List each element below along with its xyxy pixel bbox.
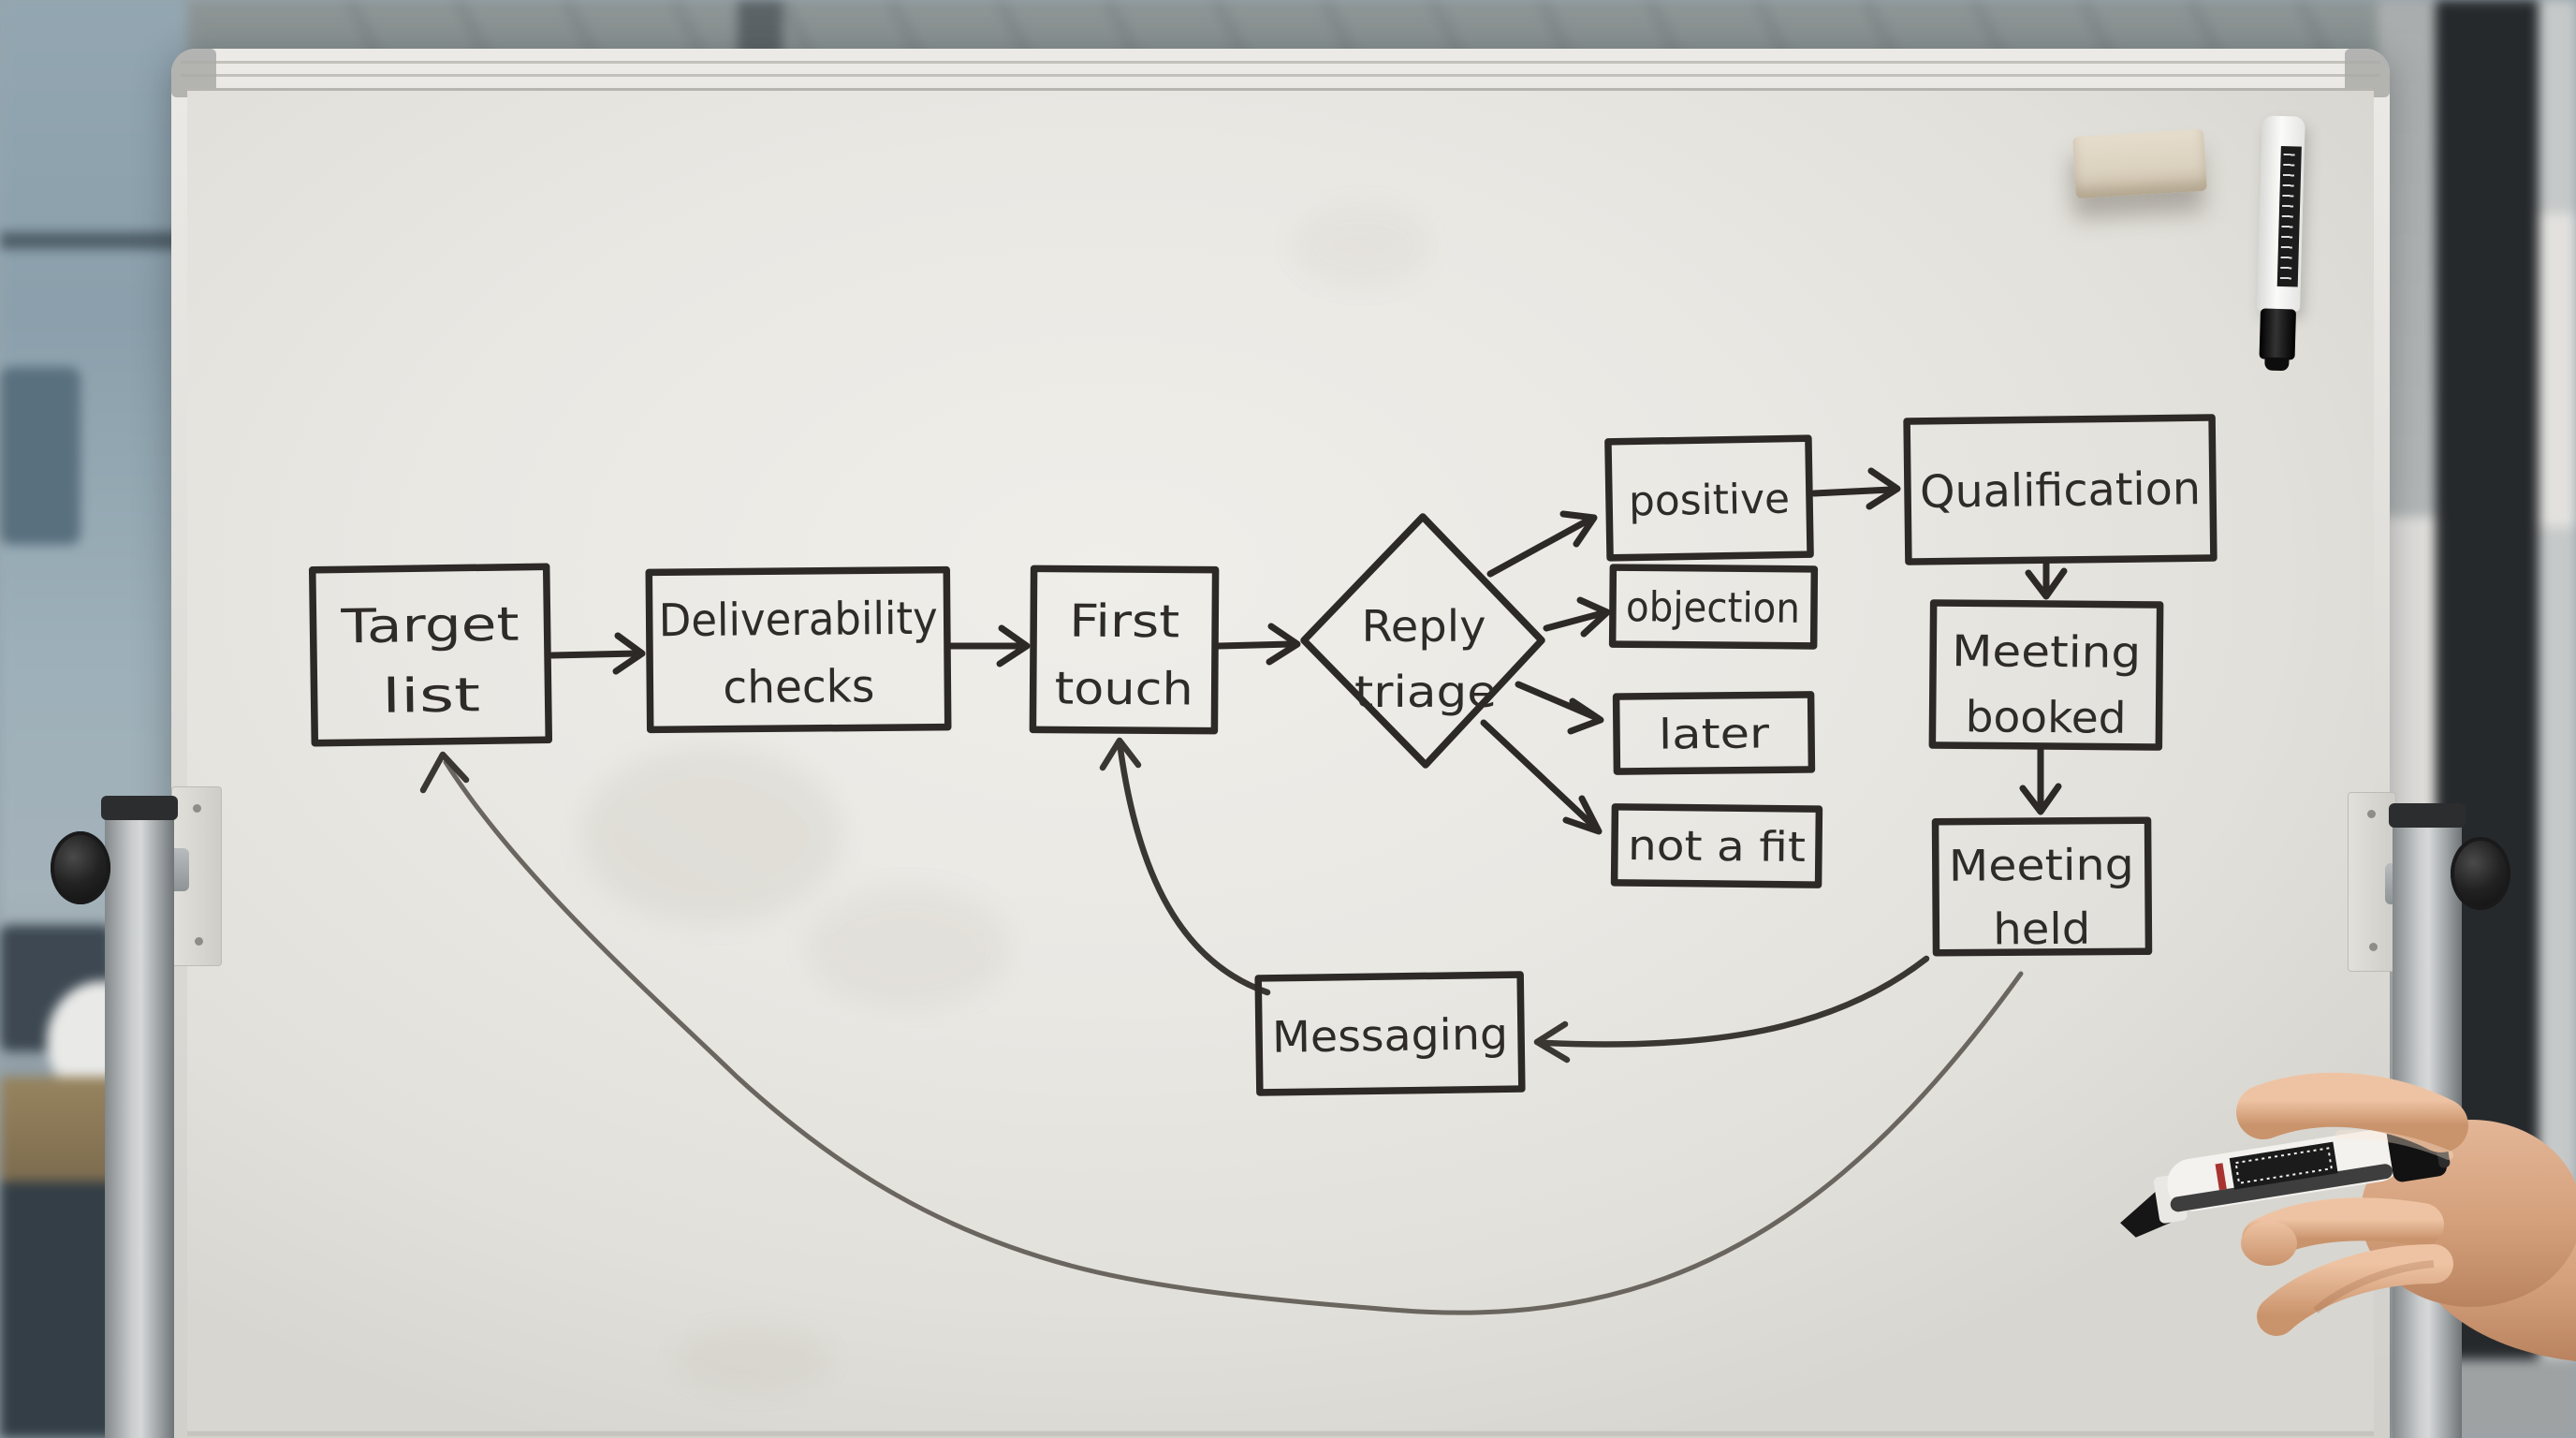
stand-knob-left	[51, 831, 110, 904]
background-cabinet	[0, 367, 80, 545]
ceiling-mullion	[738, 0, 783, 58]
board-smudge	[1292, 203, 1432, 287]
marker-red-mark	[2215, 1163, 2227, 1191]
marker-body-stripe	[2170, 1164, 2393, 1212]
whiteboard-surface	[187, 88, 2374, 1431]
board-smudge	[674, 1327, 833, 1392]
window-frame-left	[0, 232, 187, 249]
presenter-hand	[2120, 1072, 2576, 1361]
marker-in-hand	[2120, 1111, 2451, 1238]
stand-post-left	[105, 803, 174, 1438]
marker-cap-tip	[2264, 357, 2290, 372]
board-smudge	[805, 887, 1011, 1008]
board-bottom-edge	[187, 1431, 2374, 1436]
marker-cap	[2259, 308, 2297, 360]
marker-label	[2276, 145, 2302, 287]
stand-post-cap-right	[2389, 803, 2466, 828]
thumb	[2236, 1072, 2468, 1152]
frame-groove	[181, 74, 2380, 77]
index-fingertip	[2241, 1221, 2297, 1266]
marker-barcode-lines	[2234, 1147, 2333, 1184]
finger-shadow-line	[2313, 1260, 2435, 1313]
whiteboard-eraser	[2072, 128, 2207, 199]
stand-post-cap-left	[101, 796, 178, 820]
whiteboard	[171, 49, 2390, 1438]
stand-knob-right	[2451, 837, 2510, 910]
board-smudge	[580, 746, 842, 924]
middle-finger	[2257, 1244, 2453, 1336]
wall-band-far-right	[2539, 213, 2576, 527]
thumb-highlight	[2335, 1129, 2453, 1160]
whiteboard-marker-hanging	[2252, 115, 2310, 372]
frame-groove	[181, 61, 2380, 64]
